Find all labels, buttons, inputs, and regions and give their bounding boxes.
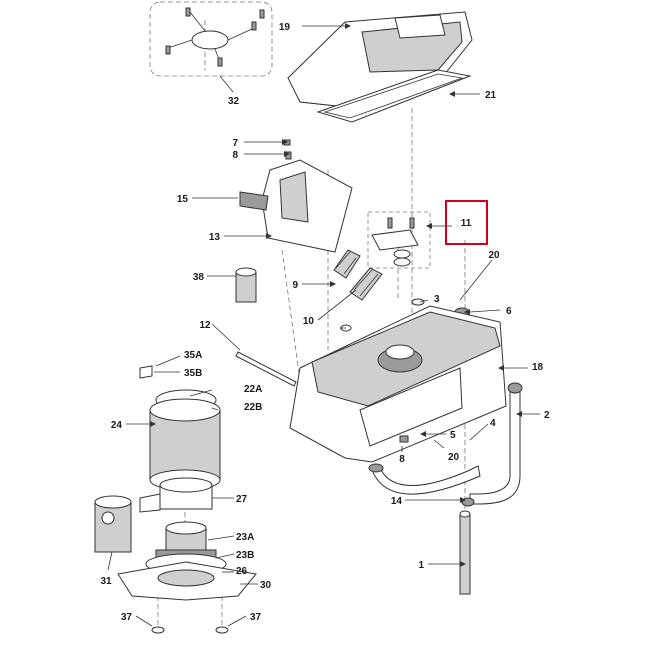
callout-label: 22B [244, 402, 262, 413]
callout-label: 9 [292, 280, 298, 291]
callout-label: 22A [244, 384, 262, 395]
part-32-screw-kit [149, 1, 273, 77]
callout-label: 18 [532, 362, 544, 373]
callout-label: 10 [303, 316, 315, 327]
part-37-feet [151, 626, 229, 634]
part-31-canister [94, 495, 132, 553]
callout-label: 38 [193, 272, 205, 283]
part-35-clip [139, 365, 153, 379]
part-9-10-cartridges [333, 249, 383, 301]
part-21-gasket [316, 69, 472, 123]
part-12-rod [235, 351, 297, 387]
callout-label: 23A [236, 532, 254, 543]
callout-label: 32 [228, 96, 240, 107]
callout-label: 35B [184, 368, 202, 379]
callout-label: 35A [184, 350, 202, 361]
callout-label: 8 [232, 150, 238, 161]
callout-label: 27 [236, 494, 248, 505]
callout-label: 8 [399, 454, 405, 465]
part-13-front-panel [239, 159, 353, 253]
motor-assembly [117, 389, 257, 601]
part-1-tube [459, 510, 471, 595]
callout-label: 31 [100, 576, 112, 587]
callout-label: 1 [418, 560, 424, 571]
highlight-box [445, 200, 488, 245]
callout-label: 13 [209, 232, 221, 243]
callout-label: 20 [488, 250, 500, 261]
callout-label: 4 [490, 418, 496, 429]
callout-labels: 19 21 32 7 8 15 13 11 20 38 9 10 3 6 12 … [100, 22, 550, 623]
callout-label: 37 [121, 612, 133, 623]
callout-label: 14 [391, 496, 403, 507]
part-2-20-hoses [368, 382, 523, 507]
callout-label: 15 [177, 194, 189, 205]
callout-label: 2 [544, 410, 550, 421]
callout-label: 37 [250, 612, 262, 623]
callout-label: 7 [232, 138, 238, 149]
callout-label: 11 [461, 218, 472, 229]
part-38-cylinder [235, 267, 257, 303]
leader-lines [107, 23, 540, 627]
callout-label: 26 [236, 566, 248, 577]
callout-label: 30 [260, 580, 272, 591]
callout-label: 6 [506, 306, 512, 317]
callout-label: 24 [111, 420, 123, 431]
callout-label: 23B [236, 550, 254, 561]
callout-label: 12 [199, 320, 211, 331]
callout-label: 19 [279, 22, 291, 33]
callout-label: 3 [434, 294, 440, 305]
part-18-main-housing [289, 305, 507, 463]
callout-label: 21 [485, 90, 497, 101]
part-11-bracket-assembly [367, 211, 431, 269]
callout-label: 5 [450, 430, 456, 441]
callout-label: 20 [448, 452, 460, 463]
